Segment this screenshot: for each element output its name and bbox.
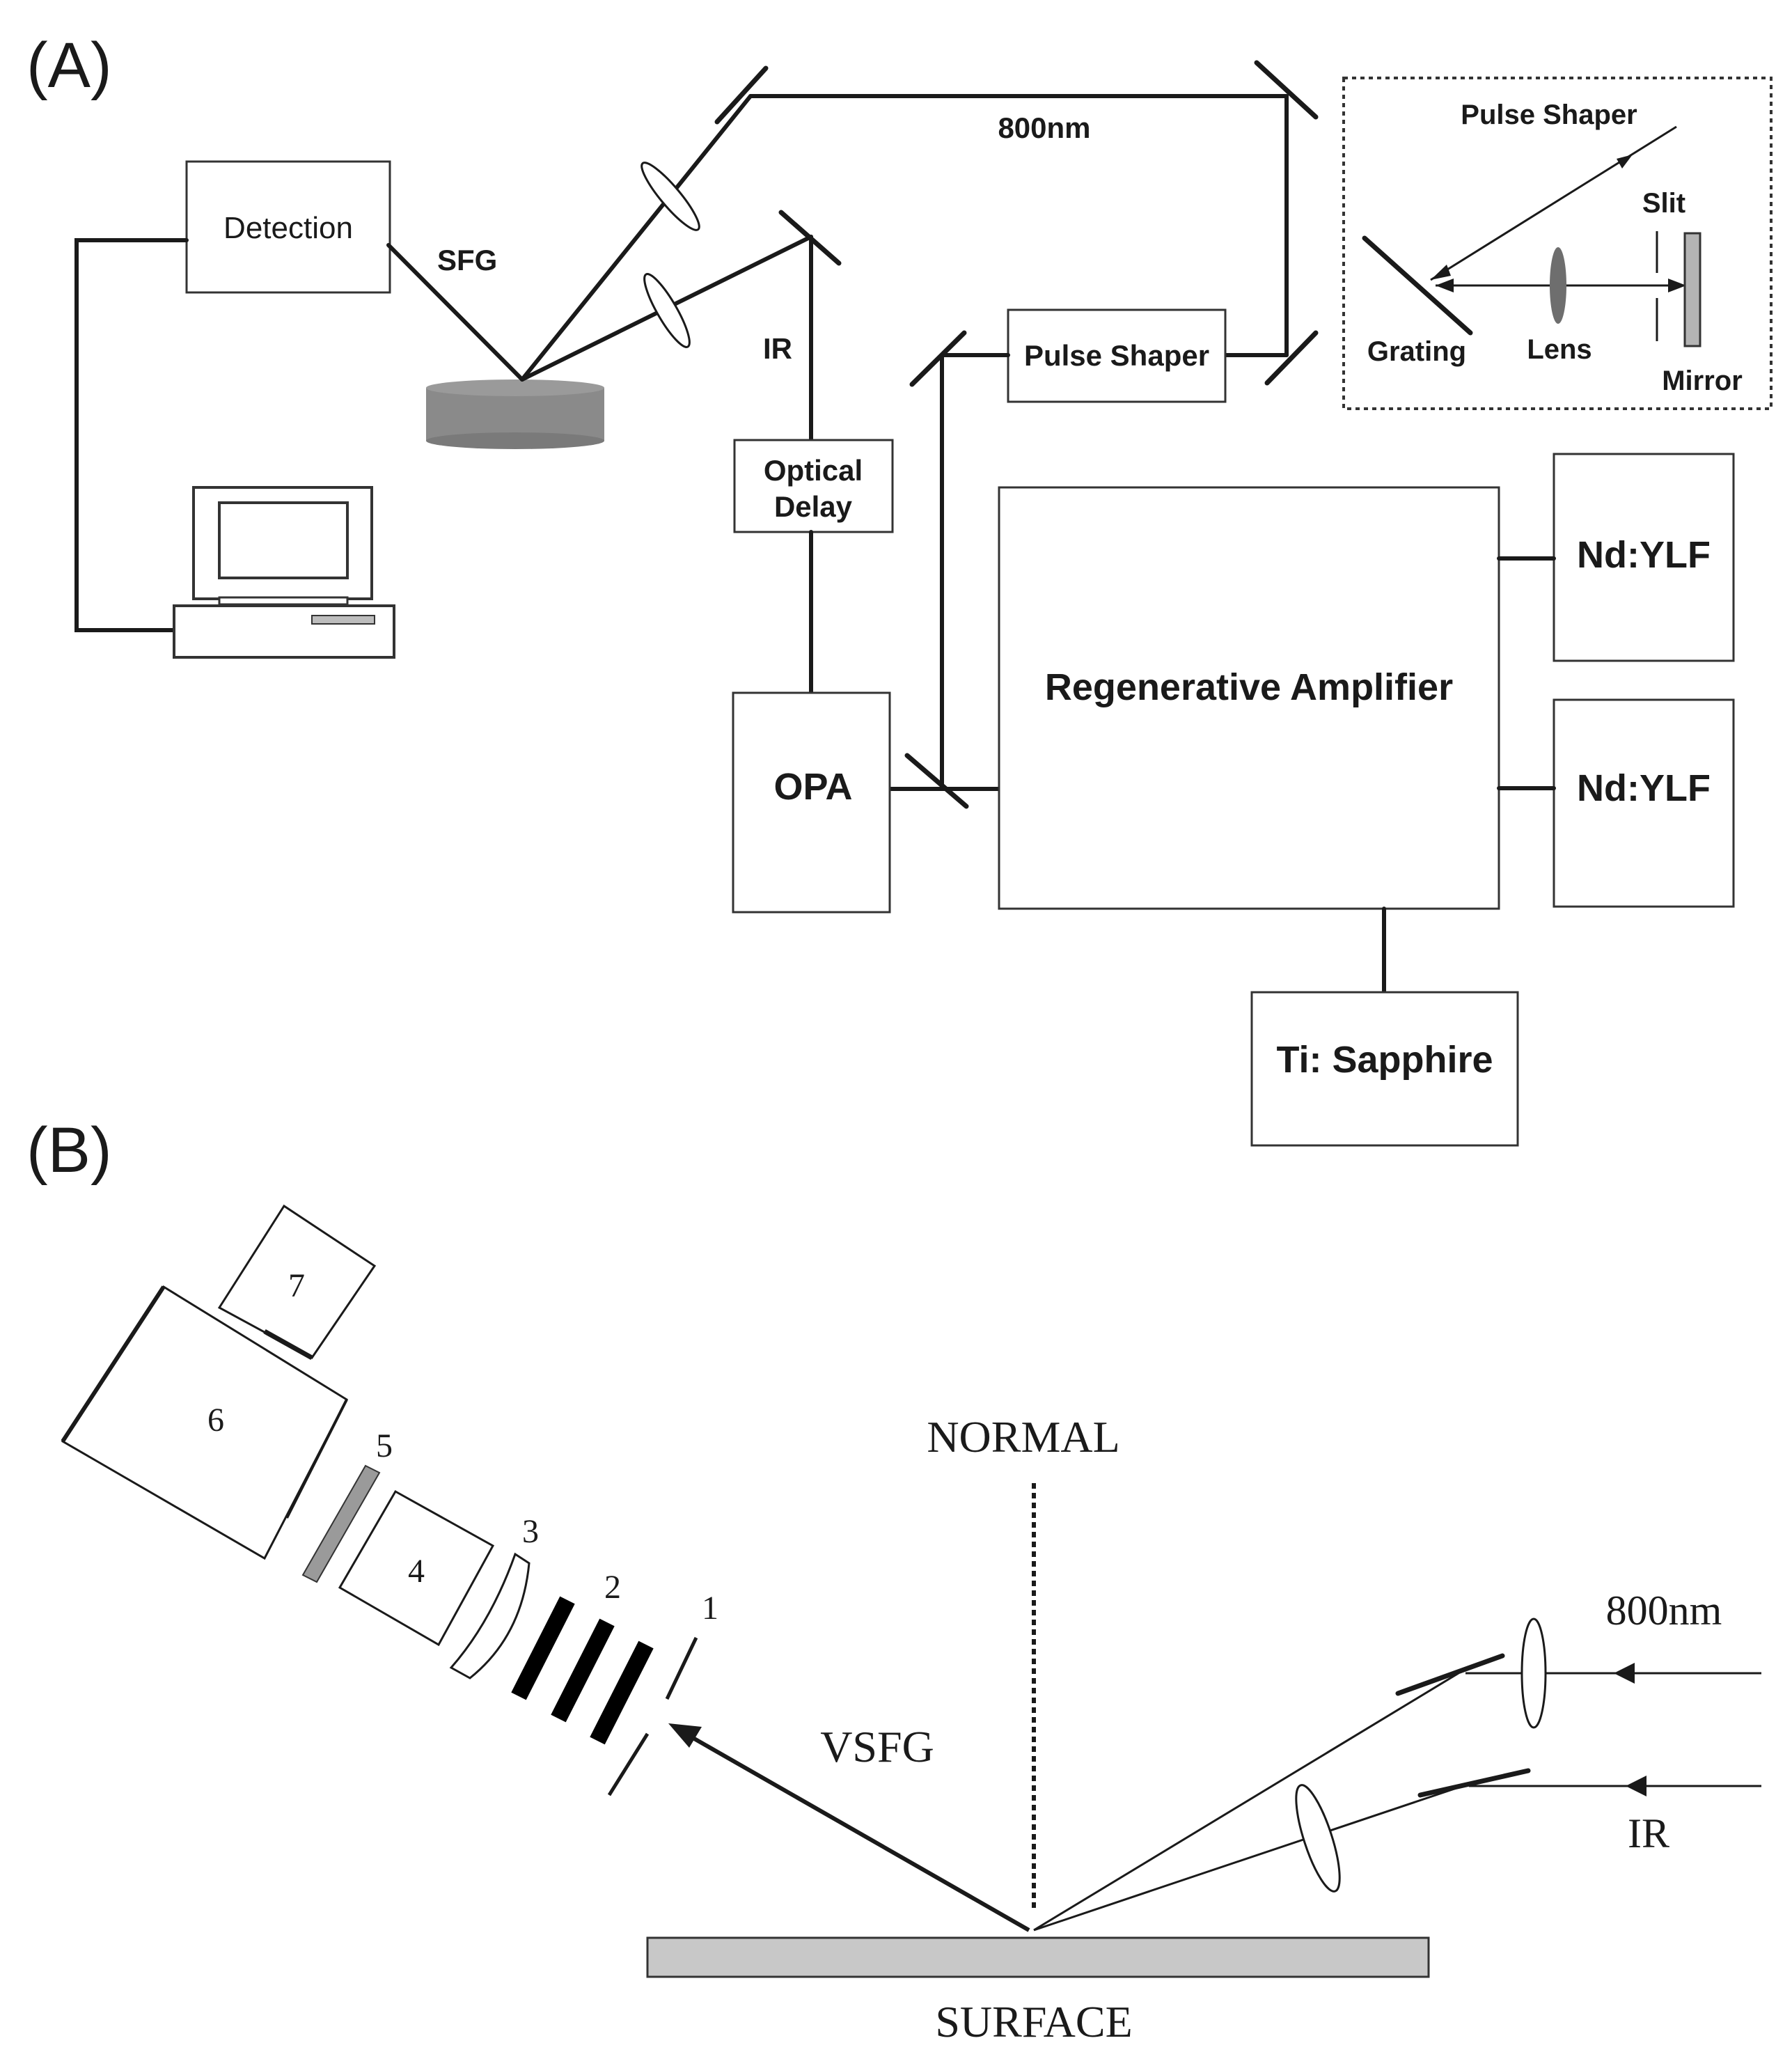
inset-frame bbox=[1342, 77, 1773, 410]
component-7-label: 7 bbox=[288, 1267, 305, 1304]
inset-mirror-label: Mirror bbox=[1662, 366, 1743, 396]
computer-icon bbox=[173, 486, 395, 659]
ir-label: IR bbox=[763, 332, 792, 365]
beam-800-label: 800nm bbox=[998, 111, 1090, 144]
optical-delay-box bbox=[733, 439, 894, 533]
component-3-label: 3 bbox=[522, 1513, 539, 1550]
spectrograph-slit-edge bbox=[285, 1399, 348, 1519]
lens-icon bbox=[1550, 247, 1566, 324]
mirror-icon bbox=[714, 65, 769, 125]
component-6-label: 6 bbox=[207, 1402, 224, 1439]
sfg-label: SFG bbox=[437, 244, 497, 276]
lens-icon bbox=[1520, 1618, 1547, 1729]
lens-icon bbox=[1295, 1784, 1341, 1893]
mirror-icon bbox=[1683, 232, 1701, 347]
filter-stack bbox=[511, 1596, 654, 1745]
spectrograph-edge bbox=[61, 1285, 166, 1443]
beam-800-label-b: 800nm bbox=[1606, 1588, 1722, 1634]
component-4-box bbox=[338, 1489, 495, 1647]
inset-input-beam bbox=[1430, 125, 1677, 281]
mirror-icon bbox=[1254, 60, 1319, 120]
inset-slit-label: Slit bbox=[1642, 188, 1685, 219]
inset-lens-label: Lens bbox=[1527, 334, 1591, 365]
filter bbox=[551, 1618, 615, 1723]
ir-beam-to-surface bbox=[1033, 1783, 1470, 1932]
panel-a: (A) Detection SFG 800nm bbox=[26, 30, 1773, 1147]
arrowhead-icon bbox=[1614, 1663, 1635, 1684]
mirror-icon bbox=[1417, 1768, 1531, 1798]
ti-sapphire-label: Ti: Sapphire bbox=[1276, 1039, 1493, 1081]
sfg-beam bbox=[386, 243, 524, 382]
ndylf-label-2: Nd:YLF bbox=[1577, 767, 1711, 809]
lens-icon bbox=[643, 273, 691, 348]
inset-title: Pulse Shaper bbox=[1461, 100, 1637, 130]
detection-cable bbox=[74, 238, 189, 632]
panel-b-label: (B) bbox=[26, 1115, 112, 1186]
opa-label: OPA bbox=[773, 766, 852, 808]
filter bbox=[511, 1596, 575, 1700]
regen-amp-box bbox=[998, 486, 1500, 910]
arrowhead-icon bbox=[1626, 1776, 1646, 1796]
vsfg-label: VSFG bbox=[820, 1722, 934, 1771]
arrowhead-icon bbox=[1668, 279, 1686, 292]
mirror-icon bbox=[1264, 330, 1319, 386]
optical-delay-label-line2: Delay bbox=[774, 490, 853, 523]
surface-slab bbox=[646, 1936, 1430, 1978]
ndylf-box-2 bbox=[1553, 698, 1735, 908]
arrowhead-icon bbox=[1436, 279, 1454, 292]
component-5-filter bbox=[301, 1464, 381, 1583]
surface-label: SURFACE bbox=[935, 1997, 1132, 2046]
lens-icon bbox=[449, 1552, 530, 1679]
arrowhead-icon bbox=[1617, 155, 1633, 169]
regen-amp-label: Regenerative Amplifier bbox=[1045, 666, 1453, 708]
beam-800-to-surface bbox=[1033, 1672, 1459, 1932]
pulse-shaper-label: Pulse Shaper bbox=[1024, 339, 1209, 372]
ir-label-b: IR bbox=[1628, 1810, 1669, 1856]
panel-a-label: (A) bbox=[26, 30, 112, 101]
detector-edge bbox=[263, 1329, 313, 1361]
panel-b: (B) SURFACE NORMAL 800nm IR VSFG 1 bbox=[26, 1115, 1761, 2046]
ndylf-label-1: Nd:YLF bbox=[1577, 534, 1711, 576]
ti-sapphire-box bbox=[1250, 991, 1519, 1147]
component-2-label: 2 bbox=[604, 1569, 621, 1606]
optical-delay-label-line1: Optical bbox=[764, 454, 863, 487]
opa-box bbox=[732, 691, 891, 914]
grating-icon bbox=[1362, 235, 1473, 336]
aperture-upper bbox=[665, 1636, 698, 1700]
mirror-icon bbox=[904, 753, 969, 809]
ndylf-box-1 bbox=[1553, 453, 1735, 662]
component-5-label: 5 bbox=[376, 1427, 393, 1464]
component-1-label: 1 bbox=[702, 1590, 718, 1627]
lens-icon bbox=[640, 162, 700, 231]
mirror-icon bbox=[1395, 1653, 1505, 1696]
detection-label: Detection bbox=[223, 211, 353, 245]
sample-disk bbox=[426, 379, 604, 449]
detection-box bbox=[185, 160, 391, 294]
arrowhead-icon bbox=[1431, 265, 1451, 280]
aperture-lower bbox=[607, 1732, 650, 1796]
normal-label: NORMAL bbox=[927, 1412, 1119, 1462]
inset-grating-label: Grating bbox=[1367, 336, 1466, 367]
mirror-icon bbox=[909, 330, 967, 387]
vsfg-beam bbox=[684, 1732, 1030, 1932]
arrowhead-icon bbox=[668, 1723, 702, 1748]
filter bbox=[590, 1640, 654, 1745]
beam-800-to-sample bbox=[520, 94, 753, 382]
pulse-shaper-inset: Pulse Shaper Slit Grating Lens Mirror bbox=[1342, 77, 1773, 410]
component-4-label: 4 bbox=[408, 1553, 425, 1590]
pulse-shaper-box bbox=[1007, 308, 1227, 403]
